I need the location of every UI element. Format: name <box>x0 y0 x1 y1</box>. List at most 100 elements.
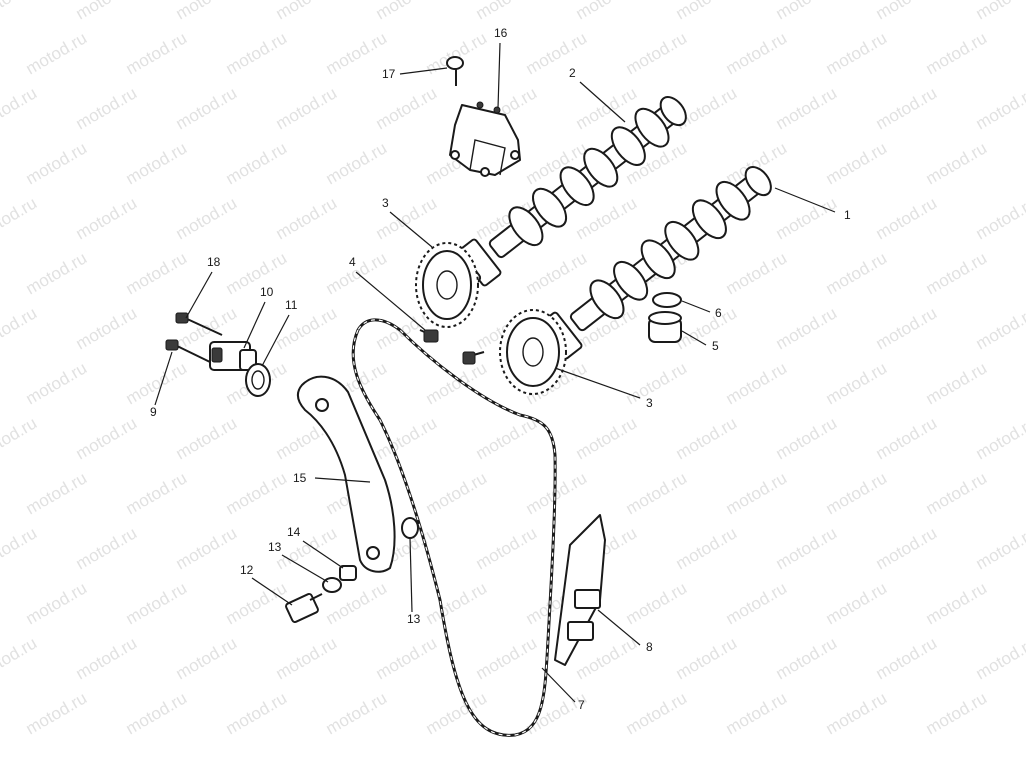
watermark-text: motod.ru <box>773 523 841 573</box>
leader-line <box>681 330 707 346</box>
watermark-text: motod.ru <box>23 358 91 408</box>
callout-label-6: 6 <box>715 306 722 320</box>
watermark-text: motod.ru <box>723 248 791 298</box>
watermark-text: motod.ru <box>473 0 541 23</box>
watermark-text: motod.ru <box>0 303 40 353</box>
watermark-text: motod.ru <box>1023 358 1026 408</box>
watermark-text: motod.ru <box>73 633 141 683</box>
watermark-text: motod.ru <box>973 193 1026 243</box>
watermark-text: motod.ru <box>523 688 591 738</box>
callout-label-12: 12 <box>240 563 254 577</box>
leader-line <box>355 271 426 331</box>
tensioner-slipper <box>296 375 396 573</box>
callout-label-17: 17 <box>382 67 396 81</box>
watermark-text: motod.ru <box>1023 28 1026 78</box>
sprocket-bolt-upper <box>419 329 439 343</box>
watermark-text: motod.ru <box>323 248 391 298</box>
callout-label-4: 4 <box>349 255 356 269</box>
cam-bracket <box>449 101 521 177</box>
leader-line <box>251 577 293 606</box>
watermark-text: motod.ru <box>873 303 941 353</box>
tensioner-gasket <box>245 363 271 397</box>
watermark-text: motod.ru <box>923 28 991 78</box>
watermark-text: motod.ru <box>273 83 341 133</box>
sprocket-bolt-lower <box>462 351 485 365</box>
watermark-text: motod.ru <box>823 138 891 188</box>
watermark-text: motod.ru <box>273 0 341 23</box>
watermark-text: motod.ru <box>973 0 1026 23</box>
watermark-text: motod.ru <box>223 248 291 298</box>
callout-label-10: 10 <box>260 285 274 299</box>
watermark-text: motod.ru <box>273 193 341 243</box>
watermark-text: motod.ru <box>673 0 741 23</box>
watermark-text: motod.ru <box>773 633 841 683</box>
callout-label-11: 11 <box>285 298 298 312</box>
watermark-text: motod.ru <box>323 138 391 188</box>
watermark-text: motod.ru <box>473 413 541 463</box>
leader-line <box>409 537 413 613</box>
watermark-text: motod.ru <box>873 193 941 243</box>
bolt-9 <box>165 339 211 363</box>
watermark-text: motod.ru <box>523 248 591 298</box>
leader-line <box>281 554 329 583</box>
slipper-washer <box>401 517 419 539</box>
watermark-text: motod.ru <box>323 28 391 78</box>
sealing-plug <box>648 311 682 343</box>
watermark-text: motod.ru <box>223 468 291 518</box>
watermark-text: motod.ru <box>723 578 791 628</box>
bolt-18 <box>175 312 223 336</box>
watermark-text: motod.ru <box>173 633 241 683</box>
watermark-text: motod.ru <box>23 468 91 518</box>
leader-line <box>314 477 371 483</box>
watermark-text: motod.ru <box>173 193 241 243</box>
leader-line <box>261 314 290 367</box>
callout-label-8: 8 <box>646 640 653 654</box>
watermark-text: motod.ru <box>23 28 91 78</box>
watermark-text: motod.ru <box>923 578 991 628</box>
watermark-text: motod.ru <box>323 688 391 738</box>
watermark-text: motod.ru <box>223 688 291 738</box>
leader-line <box>681 300 711 313</box>
watermark-text: motod.ru <box>773 413 841 463</box>
watermark-text: motod.ru <box>1023 468 1026 518</box>
watermark-text: motod.ru <box>223 28 291 78</box>
callout-label-14: 14 <box>287 525 301 539</box>
watermark-text: motod.ru <box>23 248 91 298</box>
leader-line <box>597 609 641 646</box>
chain-guide <box>554 514 606 666</box>
watermark-text: motod.ru <box>23 688 91 738</box>
watermark-text: motod.ru <box>923 468 991 518</box>
watermark-text: motod.ru <box>673 523 741 573</box>
watermark-text: motod.ru <box>0 83 40 133</box>
watermark-text: motod.ru <box>123 28 191 78</box>
watermark-text: motod.ru <box>223 138 291 188</box>
callout-label-7: 7 <box>578 698 585 712</box>
watermark-text: motod.ru <box>623 578 691 628</box>
callout-label-3: 3 <box>382 196 389 210</box>
watermark-text: motod.ru <box>623 28 691 78</box>
watermark-text: motod.ru <box>373 413 441 463</box>
watermark-text: motod.ru <box>823 358 891 408</box>
watermark-text: motod.ru <box>23 138 91 188</box>
callout-label-5: 5 <box>712 339 719 353</box>
watermark-text: motod.ru <box>173 83 241 133</box>
chain-tensioner <box>209 341 257 371</box>
watermark-text: motod.ru <box>773 303 841 353</box>
leader-line <box>774 187 836 213</box>
watermark-text: motod.ru <box>823 578 891 628</box>
leader-line <box>399 67 448 75</box>
watermark-text: motod.ru <box>0 633 40 683</box>
watermark-text: motod.ru <box>73 83 141 133</box>
seal-washer <box>652 292 682 308</box>
watermark-text: motod.ru <box>973 633 1026 683</box>
watermark-text: motod.ru <box>673 413 741 463</box>
leader-line <box>389 211 433 248</box>
watermark-text: motod.ru <box>923 138 991 188</box>
watermark-text: motod.ru <box>723 358 791 408</box>
leader-lines <box>154 42 836 703</box>
sprocket-upper <box>415 242 479 328</box>
watermark-text: motod.ru <box>723 688 791 738</box>
watermark-text: motod.ru <box>273 633 341 683</box>
watermark-text: motod.ru <box>73 0 141 23</box>
callout-label-1: 1 <box>844 208 851 222</box>
